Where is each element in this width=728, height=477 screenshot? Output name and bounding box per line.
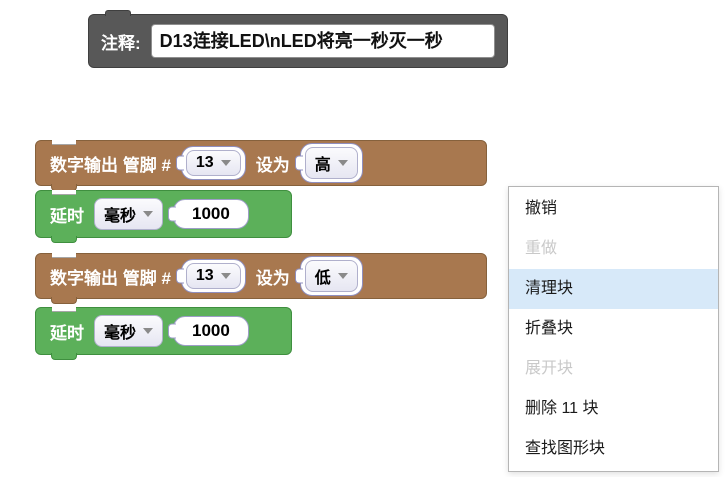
chevron-down-icon <box>143 211 154 217</box>
delay-label: 延时 <box>50 206 84 226</box>
delay-label: 延时 <box>50 323 84 343</box>
unit-dropdown-value: 毫秒 <box>104 325 137 342</box>
menu-item-undo[interactable]: 撤销 <box>525 200 558 217</box>
chevron-down-icon <box>337 160 348 166</box>
menu-item-find-block[interactable]: 查找图形块 <box>525 440 606 457</box>
set-to-label: 设为 <box>255 268 290 288</box>
menu-item-collapse-blocks[interactable]: 折叠块 <box>525 320 574 337</box>
digital-write-label: 数字输出 管脚 # <box>50 268 171 288</box>
menu-item-delete-blocks[interactable]: 删除 11 块 <box>525 400 599 417</box>
pin-value-socket: 13 <box>180 146 246 180</box>
chevron-down-icon <box>220 160 231 166</box>
delay-block-1[interactable]: 延时 毫秒 1000 <box>35 190 292 243</box>
chevron-down-icon <box>220 273 231 279</box>
pin-value-socket: 13 <box>180 259 246 293</box>
digital-write-block-1[interactable]: 数字输出 管脚 # 13 设为 高 <box>35 140 487 191</box>
pin-dropdown-value: 13 <box>195 154 214 171</box>
level-value-socket: 低 <box>299 256 363 296</box>
delay-number-block[interactable]: 1000 <box>173 316 249 346</box>
level-dropdown[interactable]: 高 <box>304 147 358 179</box>
chevron-down-icon <box>143 328 154 334</box>
menu-item-redo: 重做 <box>525 240 558 257</box>
set-to-label: 设为 <box>255 155 290 175</box>
context-menu: 撤销 重做 清理块 折叠块 展开块 删除 11 块 查找图形块 <box>508 186 719 472</box>
comment-text-field[interactable]: D13连接LED\nLED将亮一秒灭一秒 <box>150 24 495 58</box>
pin-dropdown[interactable]: 13 <box>185 263 241 289</box>
unit-dropdown[interactable]: 毫秒 <box>94 198 164 230</box>
level-dropdown[interactable]: 低 <box>304 260 358 292</box>
unit-dropdown-value: 毫秒 <box>104 208 137 225</box>
chevron-down-icon <box>337 273 348 279</box>
pin-dropdown-value: 13 <box>195 267 214 284</box>
comment-label: 注释: <box>101 33 141 53</box>
unit-dropdown[interactable]: 毫秒 <box>94 315 164 347</box>
comment-block[interactable]: 注释: D13连接LED\nLED将亮一秒灭一秒 <box>88 10 508 68</box>
level-dropdown-value: 低 <box>314 270 331 287</box>
digital-write-block-2[interactable]: 数字输出 管脚 # 13 设为 低 <box>35 253 487 304</box>
menu-item-clean-blocks[interactable]: 清理块 <box>509 269 718 309</box>
delay-block-2[interactable]: 延时 毫秒 1000 <box>35 307 292 360</box>
level-value-socket: 高 <box>299 143 363 183</box>
level-dropdown-value: 高 <box>314 157 331 174</box>
delay-number-block[interactable]: 1000 <box>173 199 249 229</box>
digital-write-label: 数字输出 管脚 # <box>50 155 171 175</box>
pin-dropdown[interactable]: 13 <box>185 150 241 176</box>
menu-item-expand-blocks: 展开块 <box>525 360 574 377</box>
